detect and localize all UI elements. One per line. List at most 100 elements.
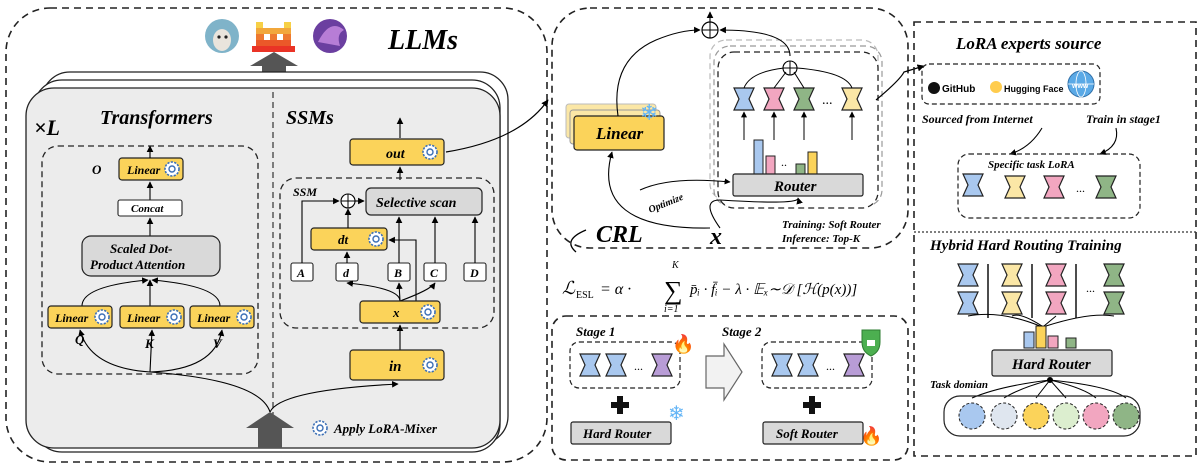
dt-label: dt [338,232,349,247]
right-hard-router: Hard Router [1011,357,1091,373]
training-note: Training: Soft Router [782,219,881,231]
right-panel [913,21,1197,457]
k-label: K [144,336,155,351]
stage2-expert-1 [771,353,793,377]
snowflake-icon: ❄ [640,100,658,125]
stage2-soft-router: Soft Router [776,426,839,441]
stage1-dots: ... [634,359,643,373]
linear-q-label: Linear [54,311,89,325]
hard-router-box [570,421,672,445]
github-icon [928,82,940,94]
hybrid-expert-cream [1001,263,1023,287]
b-label: B [393,266,402,280]
crl-label: CRL [596,222,643,248]
q-label: Q [75,332,85,347]
lora-gear-icon [368,231,384,247]
lora-gear-icon [422,357,438,373]
in-box [349,349,445,381]
stage1-experts [569,341,681,389]
out-box [349,138,445,166]
concat-label: Concat [131,203,164,215]
lock-shield-icon [861,329,881,357]
hybrid-expert-pink [1045,263,1067,287]
d-big-label: D [469,266,479,280]
stage2-expert-n [843,353,865,377]
lora-gear-icon [236,309,252,325]
in-label: in [389,359,402,375]
stage1-expert-2 [605,353,627,377]
formula-eq: = α · [600,281,631,298]
selective-scan-box [365,187,483,216]
task-domain-label: Task domian [930,379,988,391]
fire-icon: 🔥 [672,333,694,354]
attention-box [81,235,221,277]
expert-dots: ... [822,93,833,108]
concat-box [117,199,183,217]
stage2-expert-2 [797,353,819,377]
plus-icon [611,396,629,414]
hybrid-expert-pink-2 [1045,291,1067,315]
stage-arrow-icon [705,341,743,403]
svg-text:∑: ∑ [664,276,683,305]
specific-dots: ... [1076,181,1085,195]
specific-label: Specific task LoRA [988,159,1075,171]
formula-sum-top: K [671,260,680,271]
x-box [359,300,441,324]
stage2-label: Stage 2 [722,324,762,339]
linear-v-box [189,305,255,329]
plus-icon [803,396,821,414]
ssm-label: SSM [293,185,317,199]
transformers-title: Transformers [100,107,213,129]
d-small-label: d [343,266,350,280]
task-domain-box [943,395,1141,437]
middle-router-box [732,173,864,197]
apply-gear-icon [312,420,328,436]
specific-expert-blue [962,173,984,197]
attention-line2: Product Attention [90,257,185,272]
stage1-hard-router: Hard Router [582,426,652,441]
x-label: x [392,305,400,320]
falcon-logo-icon [313,19,347,53]
mistral-logo-icon [252,22,295,52]
optimize-label: Optimize [647,192,686,216]
c-label: C [430,266,439,280]
github-label: GitHub [942,84,975,95]
hybrid-expert-blue [957,263,979,287]
lora-gear-icon [420,304,436,320]
middle-linear-label: Linear [595,124,644,143]
formula-lhs: ℒ [562,278,576,298]
ssms-title: SSMs [286,107,334,129]
train-stage1-label: Train in stage1 [1086,112,1161,126]
specific-expert-cream [1004,175,1026,199]
formula-lhs-sub: ESL [576,290,594,301]
sources-box [921,63,1101,105]
fire-icon: 🔥 [860,425,882,446]
stage1-expert-n [651,353,673,377]
out-label: out [386,147,406,162]
snowflake-icon: ❄ [668,403,685,425]
llama-logo-icon [205,19,239,53]
stage1-expert-1 [579,353,601,377]
esl-formula: ℒ ESL = α · ∑ K i=1 p̄ᵢ · f̄ᵢ − λ · 𝔼ₓ∼𝒟… [562,260,857,315]
middle-router-label: Router [773,179,817,195]
linear-o-label: Linear [126,163,161,177]
huggingface-icon [990,81,1002,93]
o-label: O [92,162,102,177]
lora-gear-icon [94,309,110,325]
huggingface-label: Hugging Face [1004,84,1064,94]
stage2-dots: ... [826,359,835,373]
llms-label: LLMs [387,25,458,56]
hybrid-expert-green [1103,263,1125,287]
repeat-label: ×L [34,115,60,140]
hybrid-expert-blue-2 [957,291,979,315]
sourced-label: Sourced from Internet [922,112,1033,126]
dt-box [310,227,388,251]
middle-panel [551,7,909,249]
right-title: LoRA experts source [955,34,1102,53]
stage1-label: Stage 1 [576,324,615,339]
hybrid-dots: ... [1086,281,1095,295]
lora-gear-icon [166,309,182,325]
attention-line1: Scaled Dot- [110,241,172,256]
middle-x-label: x [709,224,722,250]
